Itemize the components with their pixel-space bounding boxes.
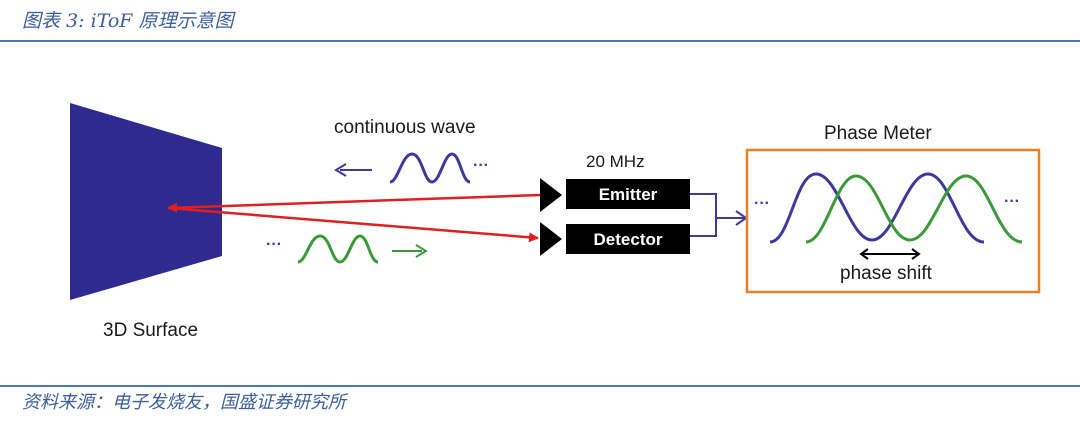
return-wave-group: ···: [266, 234, 428, 264]
shifted-wave: [805, 174, 1023, 244]
detector-box: [566, 224, 690, 254]
phase-shift-label: phase shift: [840, 263, 933, 284]
outgoing-wave-ellipsis: ···: [473, 157, 489, 174]
surface-label: 3D Surface: [103, 320, 198, 341]
frequency-label: 20 MHz: [586, 152, 645, 171]
detector-triangle: [540, 222, 562, 256]
top-divider: [0, 40, 1080, 42]
emitter-triangle: [540, 178, 562, 212]
phase-meter-box: [745, 148, 1041, 294]
emitter-label: Emitter: [599, 185, 658, 204]
meter-left-ellipsis: ···: [754, 195, 770, 212]
surface-shape: [70, 103, 222, 300]
outgoing-wave-group: ···: [334, 152, 489, 184]
emitter-box: [566, 179, 690, 209]
bottom-divider: [0, 385, 1080, 387]
return-wave-ellipsis: ···: [266, 236, 282, 253]
phase-shift-arrow-left: [859, 248, 869, 260]
outgoing-arrow-head: [334, 163, 347, 177]
return-arrow-head: [415, 244, 428, 258]
return-wave: [297, 234, 379, 264]
signal-connector: [690, 193, 717, 237]
emitted-beam: [167, 193, 541, 213]
phase-meter-title: Phase Meter: [824, 123, 932, 144]
detector-label: Detector: [594, 230, 663, 249]
reflected-beam: [167, 206, 539, 243]
meter-right-ellipsis: ···: [1004, 193, 1020, 210]
figure-source: 资料来源：电子发烧友，国盛证券研究所: [22, 392, 346, 413]
figure-title: 图表 3: iToF 原理示意图: [22, 10, 234, 32]
phase-shift-arrow-right: [911, 248, 921, 260]
outgoing-wave: [389, 152, 471, 184]
reference-wave: [769, 172, 985, 244]
wave-label: continuous wave: [334, 117, 476, 138]
